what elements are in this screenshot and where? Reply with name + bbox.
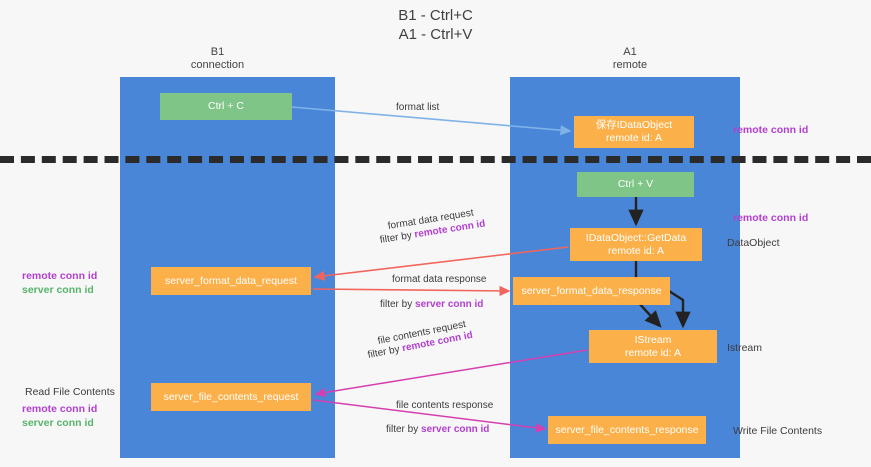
node-sfd-request-label: server_format_data_request <box>165 274 297 287</box>
annotation-right-write-file-contents: Write File Contents <box>733 425 823 437</box>
node-server-file-contents-response[interactable]: server_file_contents_response <box>548 416 706 444</box>
annotation-left-remote-conn-id-top: remote conn id <box>22 270 98 282</box>
phase-separator <box>0 156 871 163</box>
node-istream-label: IStream <box>634 333 672 346</box>
node-idataobject-getdata[interactable]: IDataObject::GetData remote id: A <box>570 228 702 261</box>
edge-label-format-list: format list <box>396 101 439 115</box>
filter-by-label-2: filter by <box>380 299 416 310</box>
annotation-left-remote-conn-id-bottom: remote conn id <box>22 403 98 415</box>
node-idataobject-sub: remote id: A <box>605 132 663 144</box>
annotation-right-istream: Istream <box>727 342 763 354</box>
node-getdata-label: IDataObject::GetData <box>585 231 687 244</box>
node-server-format-data-response[interactable]: server_format_data_response <box>513 277 670 305</box>
node-sfd-response-label: server_format_data_response <box>521 284 662 297</box>
edge-format-list-text: format list <box>396 102 440 113</box>
annotation-left-server-conn-id-bottom: server conn id <box>22 417 94 429</box>
column-b1-name: B1 <box>210 46 225 58</box>
filter-by-label-1: filter by <box>379 229 416 246</box>
filter-by-label-3: filter by <box>366 343 404 361</box>
filter-by-label-4: filter by <box>386 424 422 435</box>
edge-file-contents-response-text: file contents response <box>396 400 494 411</box>
annotation-right-remote-conn-id-top: remote conn id <box>733 124 809 136</box>
annotation-right-dataobject: DataObject <box>727 237 780 249</box>
column-a1-name: A1 <box>623 46 637 58</box>
edge-format-data-response-text: format data response <box>392 274 487 285</box>
node-ctrl-c[interactable]: Ctrl + C <box>160 93 292 120</box>
edge-filter-file-contents-response: filter by server conn id <box>386 423 489 437</box>
node-ctrl-v-label: Ctrl + V <box>617 178 654 190</box>
node-getdata-sub: remote id: A <box>607 244 665 257</box>
page-title: B1 - Ctrl+C A1 - Ctrl+V <box>0 6 871 44</box>
edge-filter-format-data-response: filter by server conn id <box>380 298 483 312</box>
column-b1-role: connection <box>190 59 245 71</box>
node-server-format-data-request[interactable]: server_format_data_request <box>151 267 311 295</box>
column-a1-role: remote <box>612 59 648 71</box>
node-ctrl-v[interactable]: Ctrl + V <box>577 172 694 197</box>
edge-label-format-data-response: format data response <box>392 273 487 287</box>
node-istream[interactable]: IStream remote id: A <box>589 330 717 363</box>
server-conn-id-2: server conn id <box>421 424 490 435</box>
annotation-left-server-conn-id-top: server conn id <box>22 284 94 296</box>
annotation-right-remote-conn-id-mid: remote conn id <box>733 212 809 224</box>
column-header-b1: B1 connection <box>155 46 280 72</box>
column-header-a1: A1 remote <box>555 46 705 72</box>
node-idataobject-label: 保存IDataObject <box>595 119 673 131</box>
node-sfc-response-label: server_file_contents_response <box>555 423 699 436</box>
node-idataobject[interactable]: 保存IDataObject remote id: A <box>574 116 694 148</box>
node-server-file-contents-request[interactable]: server_file_contents_request <box>151 383 311 411</box>
annotation-left-read-file-contents: Read File Contents <box>25 386 115 398</box>
node-sfc-request-label: server_file_contents_request <box>163 390 299 403</box>
server-conn-id-1: server conn id <box>415 299 484 310</box>
title-line-1: B1 - Ctrl+C <box>398 7 473 24</box>
node-istream-sub: remote id: A <box>624 346 682 359</box>
node-ctrl-c-label: Ctrl + C <box>208 100 244 112</box>
edge-label-file-contents-response: file contents response <box>396 399 493 413</box>
title-line-2: A1 - Ctrl+V <box>398 26 473 43</box>
